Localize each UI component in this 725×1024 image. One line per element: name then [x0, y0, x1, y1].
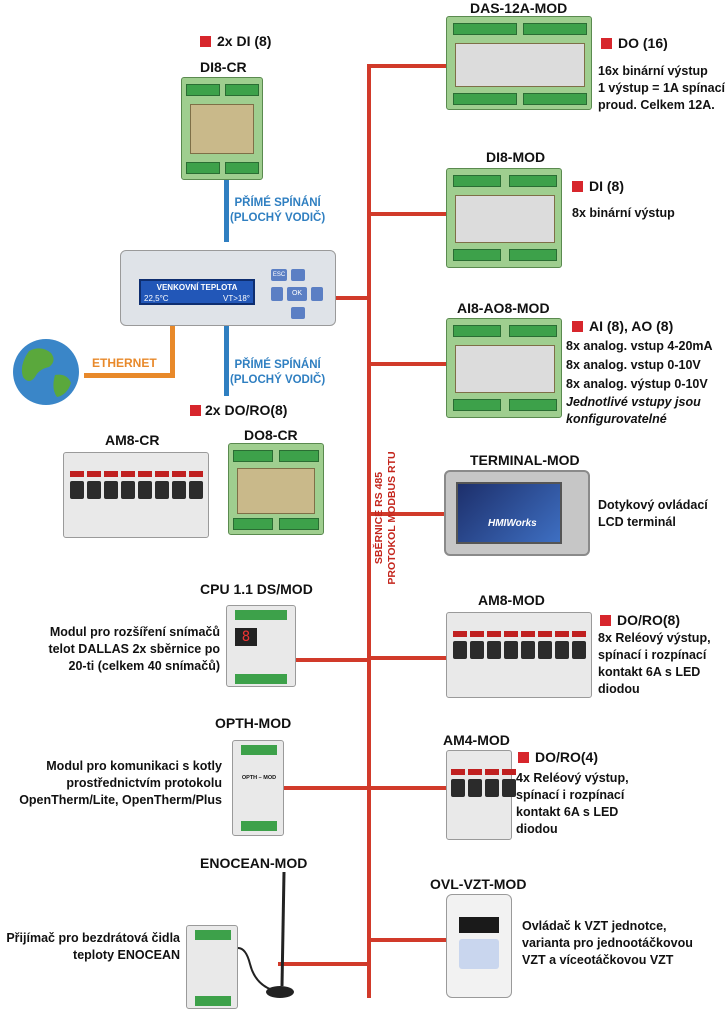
am8cr-module-image	[63, 452, 209, 538]
terminal-screen-text: HMIWorks	[488, 518, 537, 529]
cpu-description: Modul pro rozšíření snímačů telot DALLAS…	[10, 624, 220, 675]
bus-link-cpu	[296, 658, 370, 662]
bus-link-das	[367, 64, 447, 68]
opth-module-image: OPTH – MOD	[232, 740, 284, 836]
opth-device-label: OPTH – MOD	[235, 775, 283, 781]
main-controller-image: VENKOVNÍ TEPLOTA 22,5°C VT>18° ESC OK	[120, 250, 336, 326]
am4mod-badge: DO/RO(4)	[518, 749, 598, 765]
di8mod-module-image	[446, 168, 562, 268]
terminal-description: Dotykový ovládací LCD terminál	[598, 497, 708, 531]
das12a-module-image	[446, 16, 592, 110]
left-arrow-button[interactable]	[271, 287, 283, 301]
am8mod-description: 8x Reléový výstup, spínací i rozpínací k…	[598, 630, 711, 698]
di8cr-title: DI8-CR	[200, 59, 247, 75]
di8mod-description: 8x binární výstup	[572, 205, 675, 222]
badge-square-icon	[572, 181, 583, 192]
enocean-description: Přijímač pro bezdrátová čidla teploty EN…	[2, 930, 180, 964]
am8mod-module-image	[446, 612, 592, 698]
terminal-title: TERMINAL-MOD	[470, 452, 580, 468]
up-arrow-button[interactable]	[291, 269, 305, 281]
lcd-line1: VENKOVNÍ TEPLOTA	[144, 282, 250, 293]
bus-link-am4mod	[367, 786, 447, 790]
opth-description: Modul pro komunikaci s kotly prostřednic…	[10, 758, 222, 809]
di8mod-title: DI8-MOD	[486, 149, 545, 165]
bus-label-line2: PROTOKOL MODBUS RTU	[386, 418, 399, 618]
bus-link-am8mod	[367, 656, 447, 660]
lcd-right-value: VT>18°	[223, 293, 250, 304]
enocean-module-image	[186, 925, 238, 1009]
bus-link-opth	[284, 786, 370, 790]
terminal-module-image: HMIWorks	[444, 470, 590, 556]
globe-icon	[11, 337, 81, 407]
controller-lcd: VENKOVNÍ TEPLOTA 22,5°C VT>18°	[139, 279, 255, 305]
badge-square-icon	[601, 38, 612, 49]
bus-label-line1: SBĚRNICE RS 485	[373, 418, 386, 618]
am4mod-title: AM4-MOD	[443, 732, 510, 748]
ethernet-label: ETHERNET	[92, 356, 157, 370]
am8mod-title: AM8-MOD	[478, 592, 545, 608]
terminal-screen: HMIWorks	[456, 482, 562, 544]
am4mod-description: 4x Reléový výstup, spínací i rozpínací k…	[516, 770, 629, 838]
cpu-title: CPU 1.1 DS/MOD	[200, 581, 313, 597]
ovl-title: OVL-VZT-MOD	[430, 876, 526, 892]
esc-button[interactable]: ESC	[271, 269, 287, 281]
antenna-icon	[236, 868, 302, 1008]
down-arrow-button[interactable]	[291, 307, 305, 319]
di8mod-badge: DI (8)	[572, 178, 624, 194]
flat-cable-bottom-label: PŘÍMÉ SPÍNÁNÍ (PLOCHÝ VODIČ)	[230, 358, 325, 388]
badge-square-icon	[200, 36, 211, 47]
bus-controller-link	[336, 296, 370, 300]
bus-link-di8mod	[367, 212, 447, 216]
opth-title: OPTH-MOD	[215, 715, 291, 731]
lcd-temperature: 22,5°C	[144, 293, 169, 304]
ai8ao8-description: 8x analog. vstup 4-20mA 8x analog. vstup…	[566, 337, 713, 428]
ethernet-cable-riser	[170, 326, 175, 378]
di8cr-badge: 2x DI (8)	[200, 33, 271, 49]
flat-cable-top	[224, 180, 229, 242]
das12a-title: DAS-12A-MOD	[470, 0, 567, 16]
badge-square-icon	[572, 321, 583, 332]
ai8ao8-module-image	[446, 318, 562, 418]
flat-cable-bottom	[224, 326, 229, 396]
cpu-seven-segment: 8	[235, 628, 257, 646]
ovl-module-image	[446, 894, 512, 998]
ovl-description: Ovládač k VZT jednotce, varianta pro jed…	[522, 918, 693, 969]
bus-link-ovl	[367, 938, 447, 942]
ethernet-cable	[84, 373, 174, 378]
bus-vertical-line	[367, 64, 371, 998]
di8cr-module-image	[181, 77, 263, 180]
ai8ao8-title: AI8-AO8-MOD	[457, 300, 550, 316]
badge-square-icon	[518, 752, 529, 763]
am8mod-badge: DO/RO(8)	[600, 612, 680, 628]
do8cr-title: DO8-CR	[244, 427, 298, 443]
right-arrow-button[interactable]	[311, 287, 323, 301]
cpu-module-image: 8	[226, 605, 296, 687]
bus-link-ai8	[367, 362, 447, 366]
do8cr-module-image	[228, 443, 324, 535]
badge-square-icon	[190, 405, 201, 416]
ok-button[interactable]: OK	[287, 287, 307, 301]
das12a-description: 16x binární výstup 1 výstup = 1A spínací…	[598, 63, 725, 114]
badge-square-icon	[600, 615, 611, 626]
am4mod-module-image	[446, 750, 512, 840]
flat-cable-top-label: PŘÍMÉ SPÍNÁNÍ (PLOCHÝ VODIČ)	[230, 196, 325, 226]
das12a-badge: DO (16)	[601, 35, 668, 51]
ai8ao8-badge: AI (8), AO (8)	[572, 318, 673, 334]
bus-label: SBĚRNICE RS 485 PROTOKOL MODBUS RTU	[373, 418, 399, 618]
am8cr-title: AM8-CR	[105, 432, 159, 448]
dout-badge: 2x DO/RO(8)	[190, 402, 287, 418]
